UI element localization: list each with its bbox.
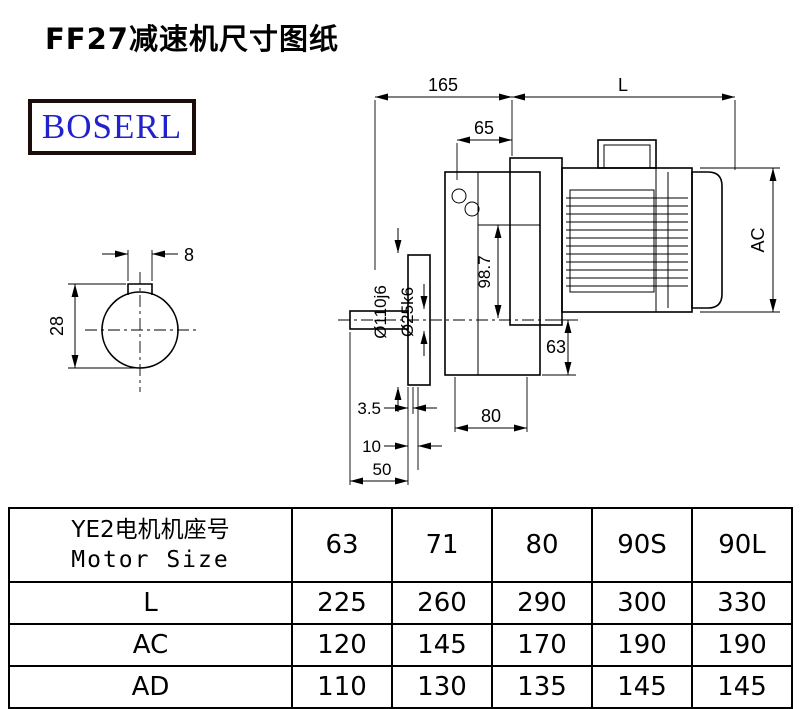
table-cell: 135 [491, 665, 593, 709]
row-label: AC [8, 623, 293, 667]
bolt-hole-icon [464, 201, 480, 217]
table-header-motor-size: YE2电机机座号 Motor Size [8, 507, 293, 583]
brand-logo-text: BOSERL [41, 107, 183, 146]
output-flange [407, 254, 431, 386]
motor-dimension-table: YE2电机机座号 Motor Size 63 71 80 90S 90L L 2… [8, 507, 793, 709]
table-row: AC 120 145 170 190 190 [8, 623, 793, 667]
dim-65: 65 [456, 118, 512, 180]
column-header: 71 [391, 507, 493, 583]
column-header: 90L [691, 507, 793, 583]
dim-3_5: 3.5 [357, 387, 437, 485]
dim-label-165: 165 [428, 75, 458, 95]
shaft-key-section-view: 8 28 [47, 245, 198, 392]
dim-165: 165 [374, 75, 513, 270]
table-cell: 300 [591, 581, 693, 625]
table-cell: 120 [291, 623, 393, 667]
brand-logo: BOSERL [28, 99, 196, 155]
table-cell: 290 [491, 581, 593, 625]
table-cell: 190 [591, 623, 693, 667]
dim-label-3_5: 3.5 [357, 399, 381, 418]
dim-10: 10 [362, 387, 442, 470]
table-cell: 145 [391, 623, 493, 667]
dim-label-shaft-dia: Ø25k6 [398, 287, 417, 337]
column-header: 80 [491, 507, 593, 583]
dim-label-10: 10 [362, 437, 381, 456]
dim-50: 50 [349, 332, 408, 485]
table-cell: 330 [691, 581, 793, 625]
dim-label-63: 63 [546, 337, 566, 357]
dim-key-height: 28 [47, 283, 138, 369]
dim-label-AC: AC [748, 227, 768, 252]
fan-cover [691, 171, 723, 309]
dim-label-65: 65 [474, 118, 494, 138]
keyway [127, 283, 153, 295]
table-cell: 145 [591, 665, 693, 709]
technical-drawing: 8 28 [47, 75, 780, 485]
dim-key-width: 8 [102, 245, 194, 281]
terminal-box [597, 139, 657, 169]
table-cell: 190 [691, 623, 793, 667]
gearbox-housing [444, 171, 541, 376]
table-cell: 110 [291, 665, 393, 709]
column-header: 90S [591, 507, 693, 583]
dim-label-28: 28 [47, 316, 67, 336]
dim-AC: AC [700, 167, 780, 313]
header-en: Motor Size [71, 547, 230, 573]
gearmotor-side-view: 165 L 65 AC Ø110j6 [338, 75, 780, 485]
dim-label-L: L [618, 75, 628, 95]
dim-label-8: 8 [184, 245, 194, 265]
dim-label-50: 50 [373, 460, 392, 479]
table-row: L 225 260 290 300 330 [8, 581, 793, 625]
shaft-bore-circle [101, 291, 179, 369]
table-row: AD 110 130 135 145 145 [8, 665, 793, 709]
dim-label-80: 80 [481, 406, 501, 426]
bolt-hole-icon [451, 188, 467, 204]
dim-label-flange-dia: Ø110j6 [371, 285, 390, 339]
dim-L: L [512, 75, 736, 170]
motor-adapter [509, 157, 563, 326]
table-cell: 170 [491, 623, 593, 667]
table-cell: 225 [291, 581, 393, 625]
table-cell: 130 [391, 665, 493, 709]
row-label: L [8, 581, 293, 625]
table-cell: 260 [391, 581, 493, 625]
table-cell: 145 [691, 665, 793, 709]
motor-body [561, 167, 693, 313]
column-header: 63 [291, 507, 393, 583]
dim-63: 63 [542, 319, 576, 376]
dim-80: 80 [454, 377, 528, 432]
page-title: FF27减速机尺寸图纸 [45, 22, 339, 56]
dim-center-height: 98.7 [475, 225, 502, 318]
dim-label-center-height: 98.7 [475, 255, 494, 288]
row-label: AD [8, 665, 293, 709]
header-cn: YE2电机机座号 [71, 517, 230, 543]
dim-shaft-diameter: Ø25k6 [398, 284, 428, 356]
